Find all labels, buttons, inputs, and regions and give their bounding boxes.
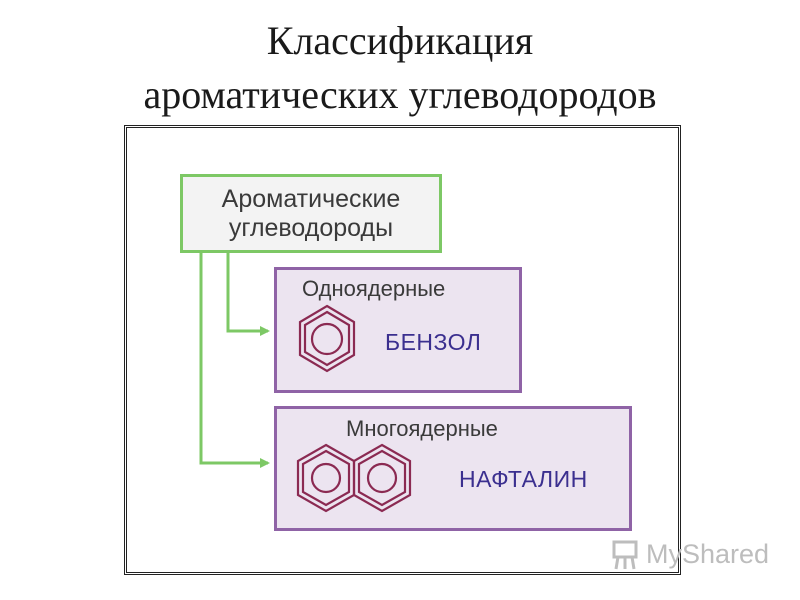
root-category-box: Ароматические углеводороды xyxy=(180,174,442,253)
benzene-label: БЕНЗОЛ xyxy=(385,329,482,355)
presentation-board-icon xyxy=(612,540,638,570)
mononuclear-label: Одноядерные xyxy=(302,276,446,301)
arrow-to-polynuclear xyxy=(199,253,270,468)
slide-title-line1: Классификация xyxy=(266,18,534,63)
naphthalene-rings-icon xyxy=(296,443,412,513)
naphthalene-label: НАФТАЛИН xyxy=(459,466,588,492)
slide-title-line2: ароматических углеводородов xyxy=(143,72,657,117)
polynuclear-box xyxy=(274,406,632,531)
root-label-line1: Ароматические xyxy=(221,185,401,213)
arrow-to-mononuclear xyxy=(226,253,270,336)
benzene-ring-icon xyxy=(298,304,356,373)
watermark: MyShared xyxy=(608,538,770,572)
polynuclear-label: Многоядерные xyxy=(346,416,498,441)
watermark-text: MyShared xyxy=(646,539,770,569)
root-label-line2: углеводороды xyxy=(228,214,394,242)
